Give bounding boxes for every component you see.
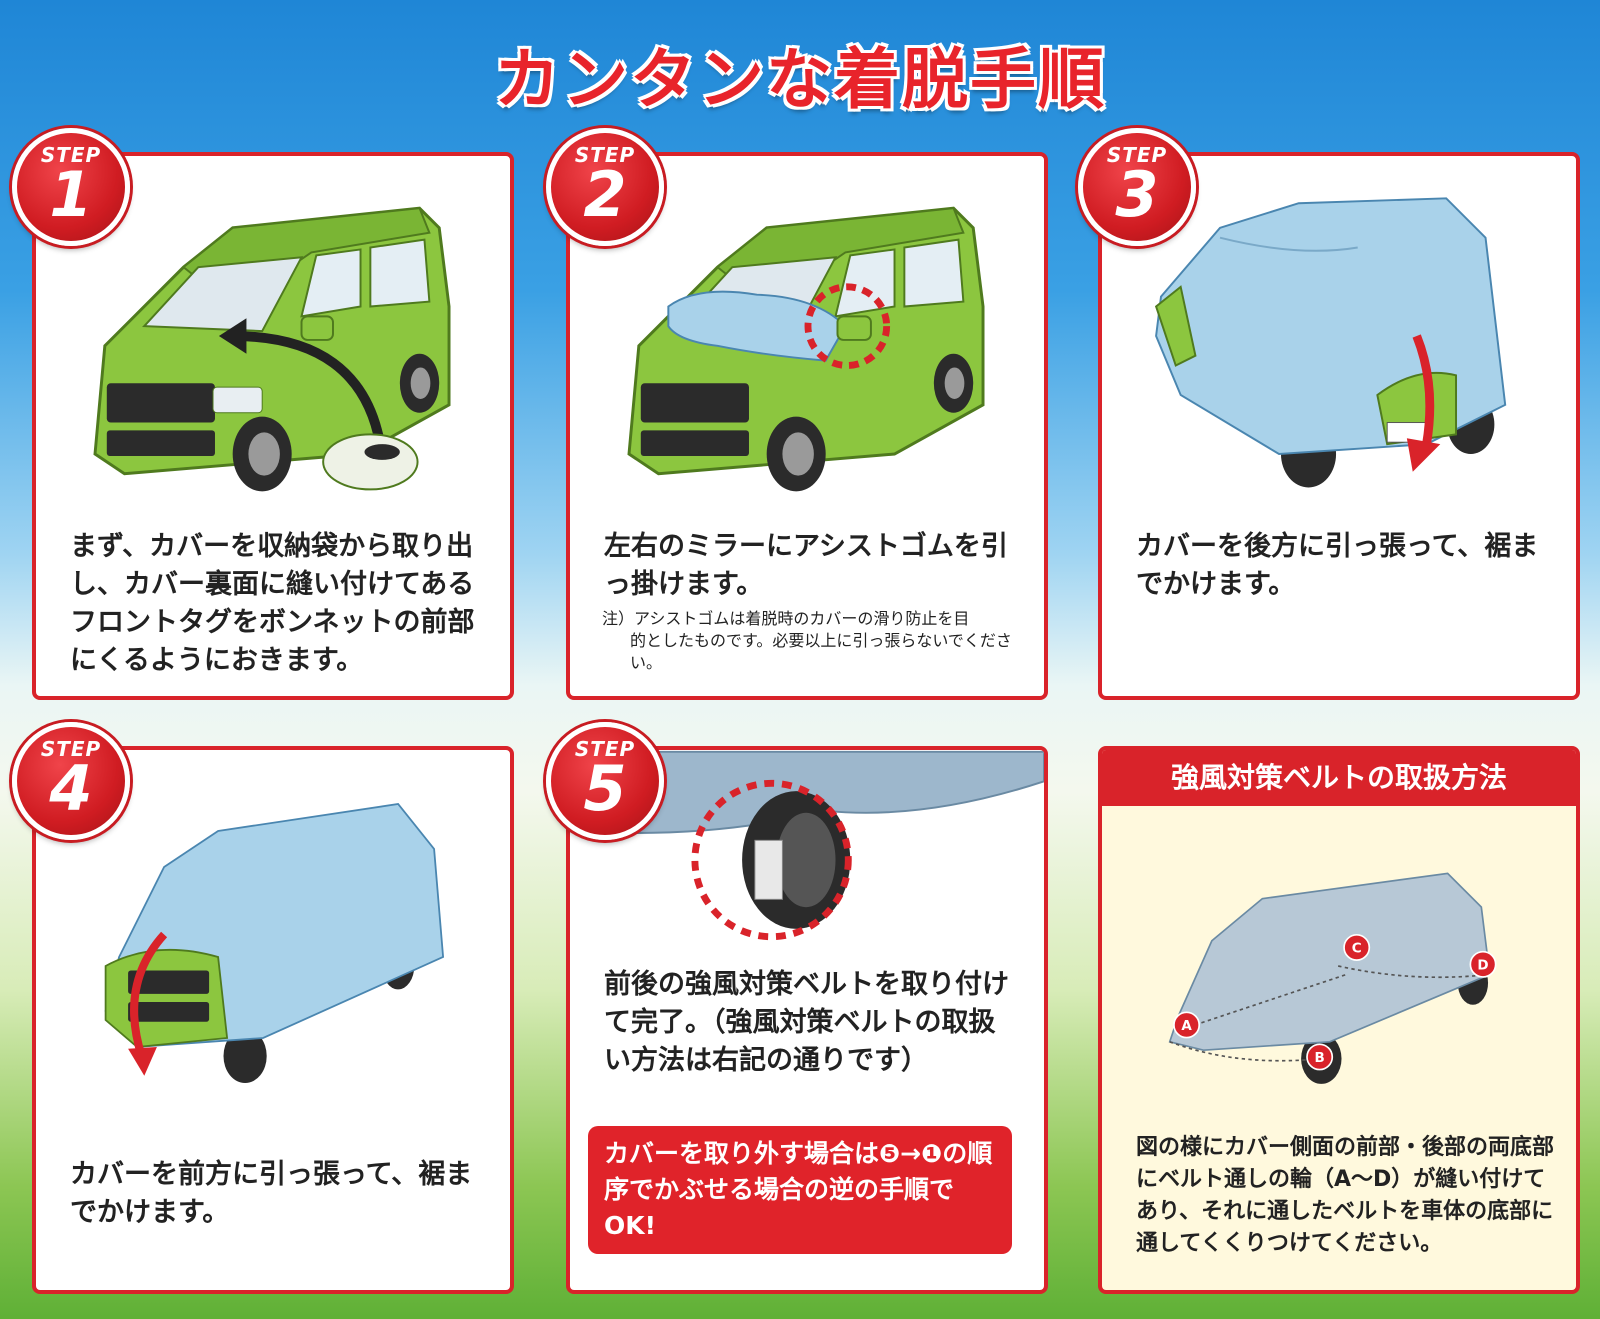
page-title: カンタンな着脱手順	[493, 40, 1106, 120]
step-4-badge-number: 4	[49, 752, 93, 825]
step-2-note: 注）アシストゴムは着脱時のカバーの滑り防止を目 的としたものです。必要以上に引っ…	[602, 608, 1020, 674]
step-2-description: 左右のミラーにアシストゴムを引っ掛けます。	[604, 531, 1008, 600]
step-1-description: まず、カバーを収納袋から取り出し、カバー裏面に縫い付けてあるフロントタグをボンネ…	[70, 531, 475, 676]
step-3-card: カバーを後方に引っ張って、裾までかけます。	[1098, 152, 1580, 700]
belt-info-description: 図の様にカバー側面の前部・後部の両底部にベルト通しの輪（A～D）が縫い付けてあり…	[1136, 1135, 1555, 1256]
belt-point-b: B	[1306, 1043, 1334, 1071]
svg-text:A: A	[1181, 1018, 1192, 1034]
belt-info-title: 強風対策ベルトの取扱方法	[1102, 750, 1576, 806]
step-5-badge-label: STEP	[574, 737, 636, 761]
step-2-badge-number: 2	[583, 158, 627, 231]
step-2-illustration	[627, 206, 985, 492]
step-2-card: 左右のミラーにアシストゴムを引っ掛けます。 注）アシストゴムは着脱時のカバーの滑…	[566, 152, 1048, 700]
svg-text:C: C	[1352, 941, 1362, 957]
step-3-illustration	[1154, 197, 1507, 488]
step-5-badge-number: 5	[583, 752, 627, 825]
step-4-illustration	[104, 803, 445, 1083]
step-4-description: カバーを前方に引っ張って、裾までかけます。	[70, 1159, 473, 1228]
removal-note: カバーを取り外す場合は❺→❶の順序でかぶせる場合の逆の手順でOK!	[588, 1126, 1012, 1254]
belt-info-card: 強風対策ベルトの取扱方法 A B C D 図の様にカバー側面の前部・後部の両底部…	[1098, 746, 1580, 1294]
step-1-badge-number: 1	[49, 158, 93, 231]
svg-text:D: D	[1477, 957, 1488, 973]
step-5-illustration	[570, 750, 1044, 941]
step-3-description: カバーを後方に引っ張って、裾までかけます。	[1136, 531, 1539, 600]
step-5-description: 前後の強風対策ベルトを取り付けて完了。（強風対策ベルトの取扱い方法は右記の通りで…	[604, 969, 1009, 1076]
step-5-card: 前後の強風対策ベルトを取り付けて完了。（強風対策ベルトの取扱い方法は右記の通りで…	[566, 746, 1048, 1294]
belt-point-a: A	[1173, 1011, 1201, 1039]
step-2-badge-label: STEP	[574, 143, 636, 167]
step-2-note-line2: 的としたものです。必要以上に引っ張らないでください。	[630, 631, 1012, 672]
belt-point-d: D	[1469, 950, 1497, 978]
step-4-badge-label: STEP	[40, 737, 102, 761]
step-1-badge-label: STEP	[40, 143, 102, 167]
belt-illustration: A B C D	[1168, 872, 1497, 1084]
svg-text:B: B	[1314, 1050, 1324, 1066]
step-2-note-line1: 注）アシストゴムは着脱時のカバーの滑り防止を目	[602, 609, 970, 628]
step-3-badge-label: STEP	[1106, 143, 1168, 167]
step-1-illustration	[93, 206, 451, 492]
step-1-card: まず、カバーを収納袋から取り出し、カバー裏面に縫い付けてあるフロントタグをボンネ…	[32, 152, 514, 700]
step-3-badge-number: 3	[1115, 158, 1159, 231]
step-4-card: カバーを前方に引っ張って、裾までかけます。	[32, 746, 514, 1294]
belt-point-c: C	[1343, 933, 1371, 961]
